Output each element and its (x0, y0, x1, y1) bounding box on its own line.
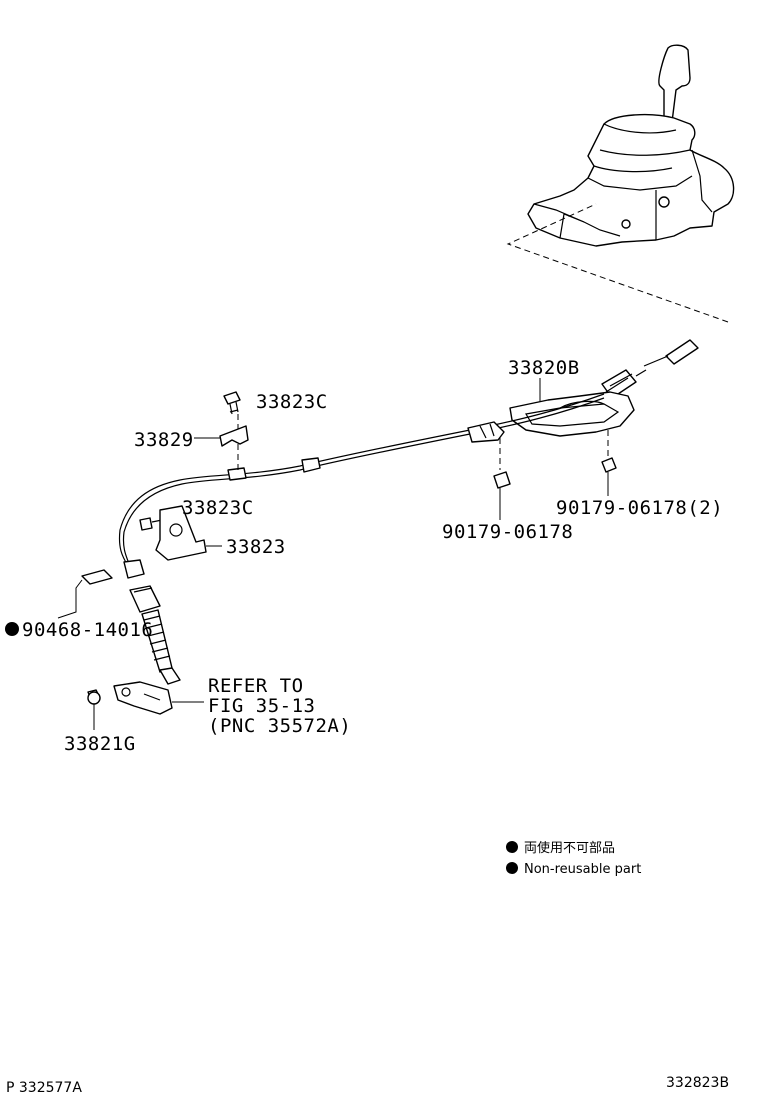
bracket-33820b (509, 391, 635, 437)
nut-90179-b (601, 430, 617, 496)
legend: 両使用不可部品 Non-reusable part (506, 840, 641, 877)
callout-33829: 33829 (134, 429, 194, 451)
callout-33823c-top: 33823C (256, 391, 328, 413)
callout-33823: 33823 (226, 536, 286, 558)
shift-lever-assembly (527, 44, 735, 247)
legend-marker-jp (506, 841, 518, 853)
refer-line-3: (PNC 35572A) (208, 715, 351, 737)
nut-33821g (87, 689, 101, 730)
refer-line-1: REFER TO (208, 675, 304, 697)
bolt-33823c-top (223, 391, 241, 415)
bracket-33823 (155, 505, 222, 561)
cable-end-fitting (601, 339, 699, 399)
callout-33821g: 33821G (64, 733, 136, 755)
callout-90179-06178-qty2: 90179-06178(2) (556, 497, 723, 519)
connection-dashed-line (506, 203, 729, 323)
callout-33823c-mid: 33823C (182, 497, 254, 519)
callout-90468-14016: 90468-14016 (22, 619, 153, 641)
legend-marker-en (506, 862, 518, 874)
callout-33820b: 33820B (508, 357, 580, 379)
shift-cable (118, 393, 605, 685)
footer-right-code: 332823B (666, 1075, 729, 1091)
callout-90179-06178: 90179-06178 (442, 521, 573, 543)
refer-line-2: FIG 35-13 (208, 695, 315, 717)
clip-33829 (194, 425, 249, 447)
footer-left-code: P 332577A (6, 1080, 82, 1096)
legend-en-text: Non-reusable part (524, 862, 641, 877)
clamp-90468 (57, 569, 113, 619)
non-reusable-marker (5, 622, 19, 636)
nut-90179-a (493, 438, 511, 520)
legend-jp-text: 両使用不可部品 (524, 840, 615, 856)
lower-bracket (113, 681, 204, 715)
